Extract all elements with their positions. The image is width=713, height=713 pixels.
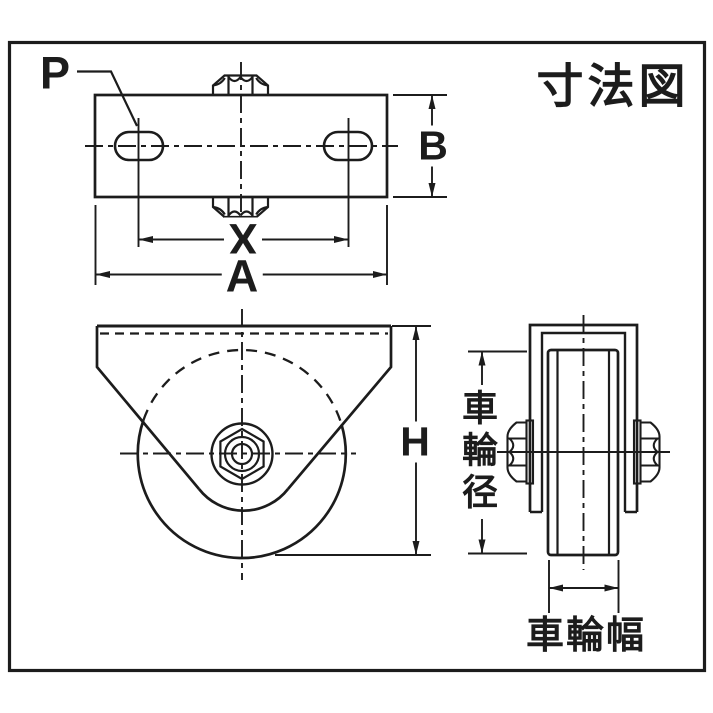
p-leader-line — [77, 70, 138, 127]
drawing-title: 寸法図 — [536, 59, 690, 113]
drawing-border — [7, 40, 707, 673]
hole-label-p: P — [39, 47, 71, 99]
dim-b-label: B — [414, 125, 452, 167]
side-view — [468, 315, 670, 613]
bracket-bottom-arc — [197, 488, 290, 512]
wheel-width-label: 車輪幅 — [522, 617, 650, 655]
top-view — [77, 62, 447, 285]
bracket-right-edge — [286, 326, 393, 490]
dim-wheel-width — [548, 560, 620, 613]
dim-h-label: H — [396, 421, 434, 463]
front-view — [95, 309, 431, 580]
wheel-diameter-label: 車輪径 — [457, 385, 498, 519]
bracket-left-edge — [95, 326, 201, 490]
dim-a-label: A — [221, 253, 263, 299]
wheel-outline-visible — [136, 419, 348, 560]
wheel-outline-hidden — [142, 348, 343, 425]
